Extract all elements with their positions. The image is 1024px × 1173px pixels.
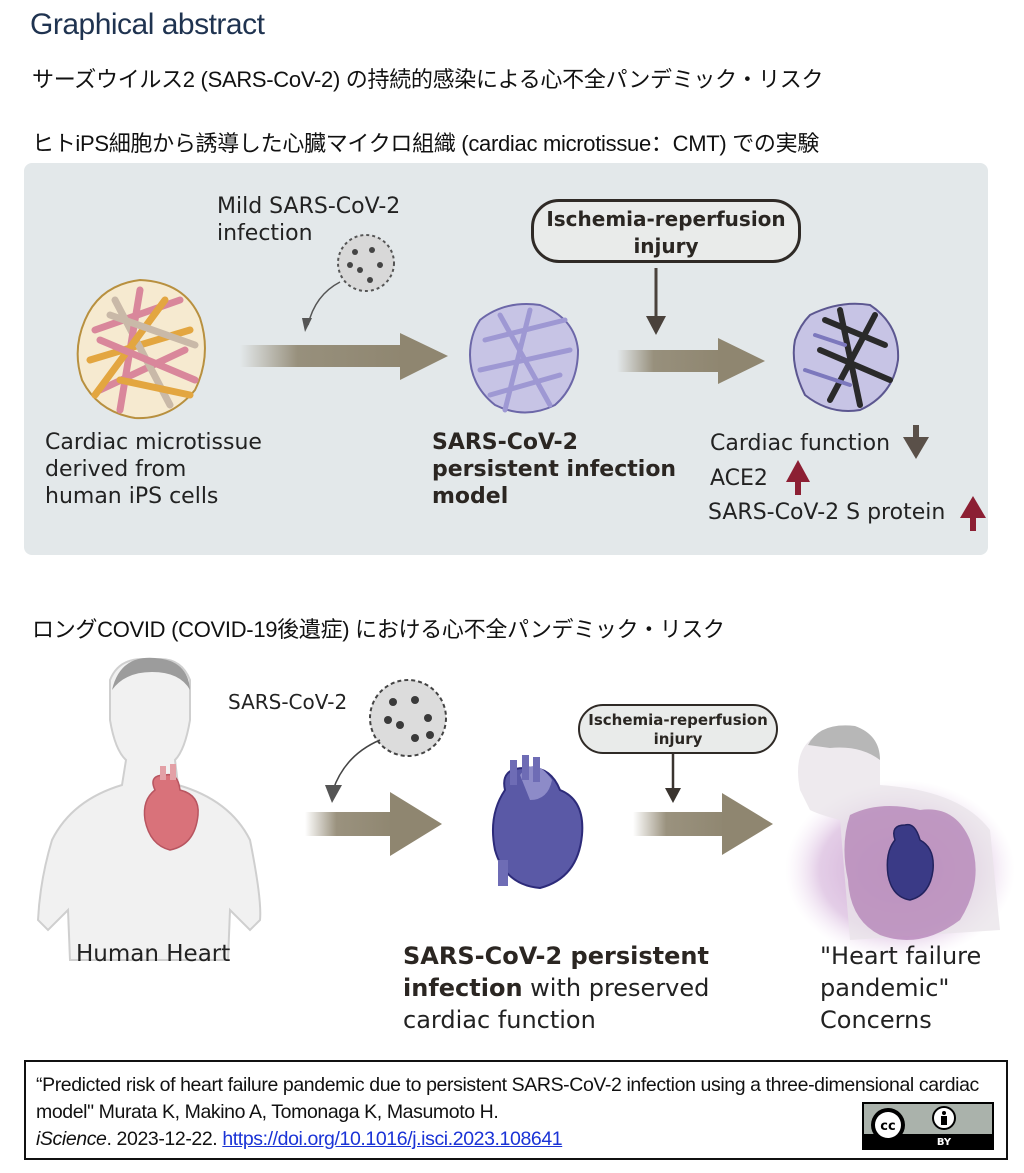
citation-journal: iScience	[36, 1128, 107, 1150]
infection-arrowhead-2	[325, 785, 342, 803]
citation-text: “Predicted risk of heart failure pandemi…	[36, 1072, 1001, 1153]
ischemia-reperfusion-box-2: Ischemia-reperfusion injury	[578, 704, 778, 754]
step1-label-line: human iPS cells	[45, 483, 219, 509]
graphical-abstract-heading: Graphical abstract	[30, 8, 265, 41]
outcome-ace2: ACE2	[710, 466, 768, 491]
infection-label-line1: Mild SARS-CoV-2	[217, 194, 401, 219]
by-icon-text: BY	[937, 1137, 952, 1148]
ir-box-2-line1: Ischemia-reperfusion	[588, 711, 768, 729]
infection-arrowhead	[302, 318, 312, 332]
process-arrow	[240, 333, 448, 380]
virus-icon-2	[369, 679, 447, 757]
doi-link[interactable]: https://doi.org/10.1016/j.isci.2023.1086…	[222, 1128, 563, 1150]
step1-label-line: Cardiac microtissue	[45, 430, 262, 455]
ir-box-line1: Ischemia-reperfusion	[546, 207, 786, 231]
arrow-up-icon	[960, 496, 986, 531]
heart-failure-label-line: "Heart failure	[820, 942, 982, 970]
cardiac-microtissue-icon	[76, 278, 206, 420]
step2-regular-line: cardiac function	[403, 1006, 596, 1034]
step2-label-line: persistent infection	[432, 456, 677, 482]
ir-box-2-line2: injury	[653, 730, 703, 748]
citation-authors: Murata K, Makino A, Tomonaga K, Masumoto…	[93, 1101, 499, 1123]
step1-label-line: derived from	[45, 456, 187, 482]
diagram-graphics	[36, 234, 1015, 961]
ir-arrowhead	[646, 316, 666, 335]
human-heart-icon	[143, 764, 199, 851]
infection-label-line2: infection	[217, 220, 313, 246]
heart-failure-label-line: Concerns	[820, 1006, 932, 1034]
ir-arrowhead-2	[665, 788, 681, 803]
step2-regular-text: with preserved	[522, 974, 710, 1002]
citation-title: “Predicted risk of heart failure pandemi…	[36, 1074, 979, 1123]
heart-failure-label: "Heart failure pandemic" Concerns	[820, 940, 981, 1036]
virus-icon	[337, 234, 395, 292]
heart-failure-person-icon	[785, 725, 1015, 960]
cc-icon-text: cc	[880, 1119, 895, 1134]
ir-box-line2: injury	[633, 234, 699, 258]
infected-heart-icon	[492, 755, 584, 890]
heart-failure-label-line: pandemic"	[820, 974, 950, 1002]
step2-mixed-line: infection with preserved	[403, 972, 709, 1004]
damaged-microtissue-icon	[792, 302, 900, 412]
section1-title: サーズウイルス2 (SARS-CoV-2) の持続的感染による心不全パンデミック…	[32, 67, 824, 92]
step2-label-line: SARS-CoV-2	[432, 430, 578, 455]
infection-curve-arrow	[307, 281, 341, 326]
infection-label: Mild SARS-CoV-2 infection	[217, 194, 400, 248]
cc-by-license-badge[interactable]: cc BY	[862, 1102, 994, 1150]
cc-by-icon: cc BY	[864, 1106, 992, 1148]
section2-title: ロングCOVID (COVID-19後遺症) における心不全パンデミック・リスク	[32, 617, 725, 642]
virus-label: SARS-CoV-2	[228, 690, 348, 714]
infected-microtissue-icon	[468, 303, 580, 414]
step2-persistent-label: SARS-CoV-2 persistent infection with pre…	[403, 940, 709, 1036]
ischemia-reperfusion-box: Ischemia-reperfusion injury	[531, 199, 801, 263]
infection-curve-arrow-2	[332, 739, 381, 791]
step2-bold-line: SARS-CoV-2 persistent	[403, 942, 709, 970]
human-heart-label: Human Heart	[76, 941, 231, 967]
process-arrow-2	[617, 338, 765, 384]
citation-box: “Predicted risk of heart failure pandemi…	[24, 1060, 1008, 1160]
step1-label: Cardiac microtissue derived from human i…	[45, 430, 262, 510]
section1-subtitle: ヒトiPS細胞から誘導した心臓マイクロ組織 (cardiac microtiss…	[32, 131, 820, 156]
process-arrow-3	[305, 792, 442, 856]
arrow-down-icon	[903, 425, 929, 459]
step2-bold-word: infection	[403, 974, 523, 1002]
arrow-up-icon	[786, 460, 810, 495]
citation-date: . 2023-12-22.	[106, 1128, 223, 1150]
outcome-s-protein: SARS-CoV-2 S protein	[708, 500, 946, 525]
process-arrow-4	[633, 793, 773, 855]
outcome-cardiac-function: Cardiac function	[710, 431, 891, 456]
step2-label-line: model	[432, 483, 509, 509]
step2-label: SARS-CoV-2 persistent infection model	[432, 430, 676, 510]
